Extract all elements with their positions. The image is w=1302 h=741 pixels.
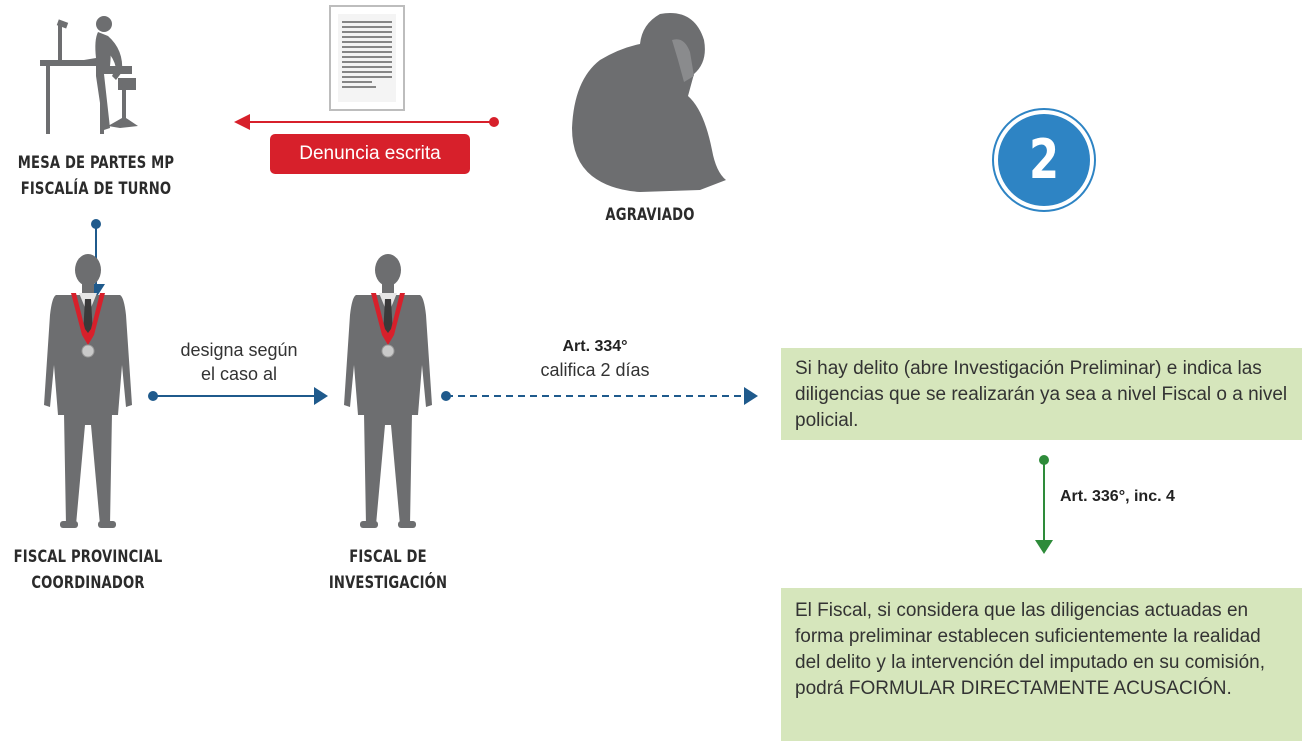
investigacion-preliminar-box: Si hay delito (abre Investigación Prelim…	[781, 348, 1302, 440]
document-icon	[329, 5, 405, 111]
step-number: 2	[1028, 128, 1060, 191]
designa-line-1: designa según	[180, 340, 298, 360]
art334-arrow	[441, 387, 758, 405]
fiscal-investigacion-line-2: INVESTIGACIÓN	[328, 573, 448, 593]
step-badge	[992, 108, 1096, 212]
denuncia-arrow	[234, 114, 499, 130]
art336-label: Art. 336°, inc. 4	[1060, 488, 1175, 505]
agraviado-label: AGRAVIADO	[605, 205, 695, 225]
mesa-partes-label: MESA DE PARTES MP FISCALÍA DE TURNO	[13, 150, 178, 202]
fiscal-provincial-label: FISCAL PROVINCIAL COORDINADOR	[12, 544, 163, 596]
fiscal-investigacion-figure	[343, 253, 433, 529]
designa-line-2: el caso al	[200, 364, 278, 384]
fiscal-investigacion-label: FISCAL DE INVESTIGACIÓN	[321, 544, 455, 596]
fiscal-investigacion-line-1: FISCAL DE	[349, 547, 427, 567]
art334-title: Art. 334°	[562, 338, 628, 355]
designa-label: designa según el caso al	[154, 338, 324, 386]
art334-sub: califica 2 días	[540, 360, 650, 380]
fiscal-provincial-figure	[43, 253, 133, 529]
fiscal-provincial-line-2: COORDINADOR	[31, 573, 145, 593]
fiscal-provincial-line-1: FISCAL PROVINCIAL	[13, 547, 163, 567]
distressed-person-icon	[572, 13, 726, 193]
office-worker-icon	[40, 16, 138, 134]
mesa-partes-line-2: FISCALÍA DE TURNO	[20, 179, 172, 199]
mesa-partes-line-1: MESA DE PARTES MP	[17, 153, 175, 173]
acusacion-directa-box: El Fiscal, si considera que las diligenc…	[781, 588, 1302, 741]
art336-arrow	[1035, 455, 1053, 554]
designa-arrow	[148, 387, 328, 405]
denuncia-label: Denuncia escrita	[270, 134, 470, 174]
